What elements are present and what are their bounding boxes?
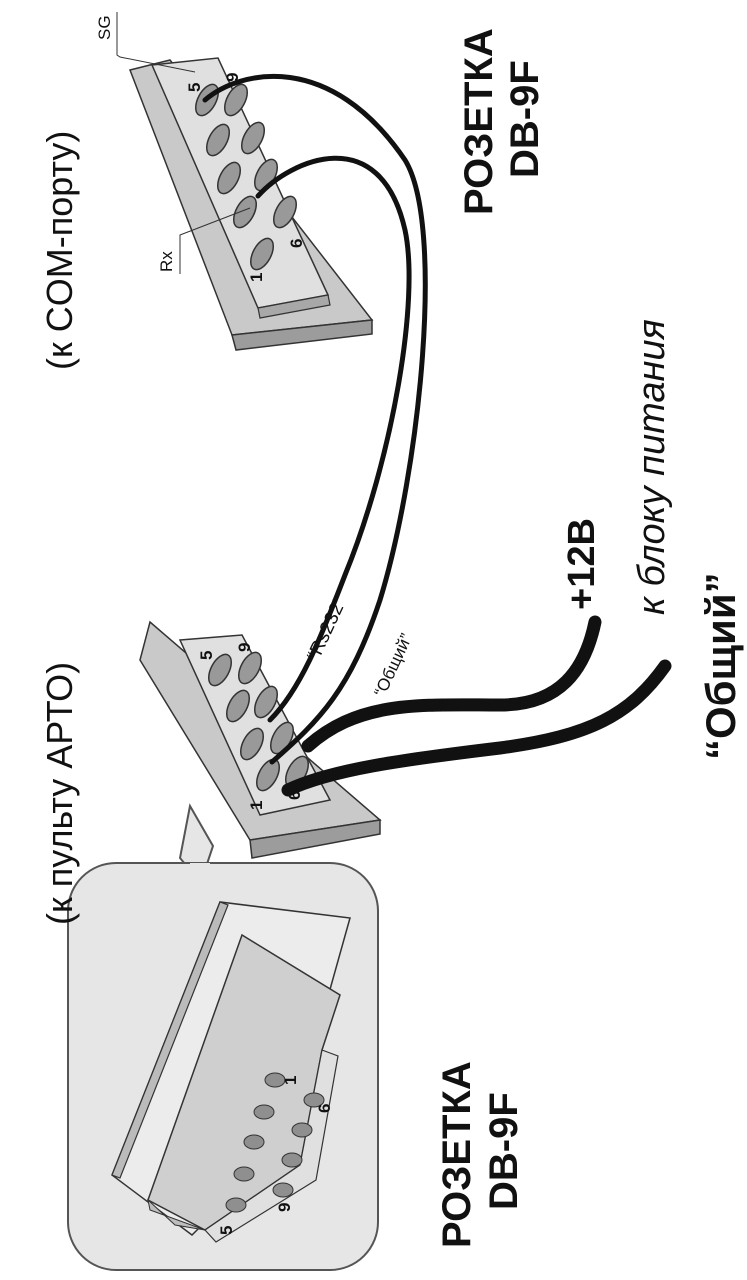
com-port-title: (к COM-порту) xyxy=(39,131,80,370)
top-pin-1: 1 xyxy=(247,273,266,282)
mid-pin-9: 9 xyxy=(235,643,254,652)
top-connector-name: РОЗЕТКА DB-9F xyxy=(457,28,547,215)
top-pin-5: 5 xyxy=(185,83,204,92)
wire-common-power xyxy=(281,659,672,797)
mid-pin-1: 1 xyxy=(247,801,266,810)
inset-connector-name: РОЗЕТКА DB-9F xyxy=(435,1061,526,1248)
power-note: к блоку питания xyxy=(631,319,673,615)
common-big-label: “Общий” xyxy=(697,572,744,760)
plus12-label: +12В xyxy=(561,518,603,610)
wires xyxy=(202,73,672,797)
mid-pin-6: 6 xyxy=(285,791,304,800)
mid-pin-5: 5 xyxy=(197,651,216,660)
wire-rs232 xyxy=(255,155,412,723)
top-connector-name-line1: РОЗЕТКА xyxy=(457,28,501,215)
mid-connector: 5 9 1 6 xyxy=(139,620,382,859)
apto-title: (к пульту АРТО) xyxy=(39,662,80,925)
inset-pin-6: 6 xyxy=(315,1104,334,1113)
inset-connector-name-line1: РОЗЕТКА xyxy=(435,1061,479,1248)
inset-pins xyxy=(225,1072,325,1213)
rx-label: Rx xyxy=(157,251,176,272)
inset-callout: 1 6 5 9 xyxy=(67,803,379,1271)
inset-pin-9: 9 xyxy=(275,1203,294,1212)
rs232-label: “Rs232” xyxy=(303,594,351,664)
top-pin-6: 6 xyxy=(287,239,306,248)
wire-plus12 xyxy=(301,615,602,753)
inset-pin-1: 1 xyxy=(281,1076,300,1085)
top-connector-name-line2: DB-9F xyxy=(503,60,547,178)
mid-connector-pins xyxy=(207,651,310,792)
inset-connector-name-line2: DB-9F xyxy=(482,1092,526,1210)
top-connector: 5 9 1 6 SG Rx xyxy=(95,12,374,351)
inset-pin-5: 5 xyxy=(217,1226,236,1235)
top-pin-9: 9 xyxy=(223,73,242,82)
common-small-label: “Общий” xyxy=(370,630,416,699)
sg-label: SG xyxy=(95,15,114,40)
wire-common-signal xyxy=(202,73,428,765)
